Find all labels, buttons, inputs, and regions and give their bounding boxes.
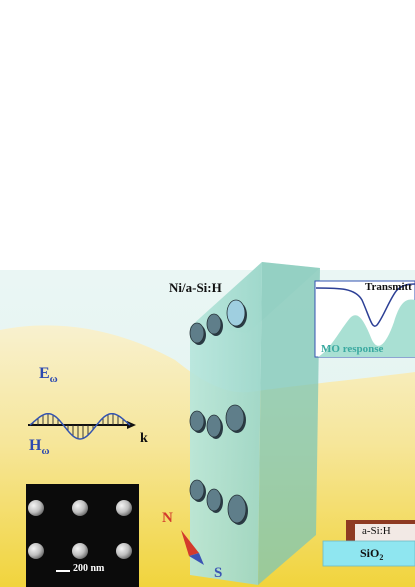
asih-inner: [355, 524, 415, 542]
nanodisk: [206, 488, 222, 512]
sem-particle: [116, 500, 132, 516]
wave-curve: [29, 412, 131, 440]
sio2-layer: [322, 540, 415, 567]
sem-particle: [116, 543, 132, 559]
layer-stack: [322, 520, 415, 567]
em-wave: [28, 412, 136, 440]
nanodisk: [206, 313, 222, 335]
north-label: N: [162, 510, 173, 526]
sio2-label: SiO2: [360, 546, 384, 562]
nanodisk: [206, 414, 222, 438]
nanodisk: [227, 494, 247, 524]
nanodisk: [226, 299, 246, 327]
nanodisk: [225, 404, 245, 432]
transmittance-label: Transmitt: [365, 281, 412, 293]
sem-image: [26, 484, 139, 587]
h-field-label: Hω: [29, 437, 50, 457]
sem-particle: [28, 500, 44, 516]
nanodisk: [189, 322, 205, 344]
compass-needle: [181, 530, 204, 565]
mo-response-curve: [318, 299, 415, 357]
sem-particle: [72, 543, 88, 559]
transmittance-curve: [315, 283, 415, 327]
scale-bar-label: 200 nm: [73, 563, 105, 574]
nanodisk: [189, 479, 205, 501]
nanodisk: [189, 410, 205, 432]
asih-label: a-Si:H: [362, 525, 391, 537]
sem-particle: [72, 500, 88, 516]
nanodisk-array: [189, 299, 248, 525]
k-arrowhead: [127, 421, 136, 429]
sem-particle: [28, 543, 44, 559]
k-label: k: [140, 431, 148, 446]
needle-south: [189, 553, 204, 565]
south-label: S: [214, 565, 223, 581]
mo-response-label: MO response: [321, 343, 384, 355]
sample-label: Ni/a-Si:H: [169, 280, 222, 295]
e-field-label: Eω: [39, 365, 58, 385]
spectrum-inset: [314, 280, 415, 358]
needle-north: [181, 530, 199, 556]
